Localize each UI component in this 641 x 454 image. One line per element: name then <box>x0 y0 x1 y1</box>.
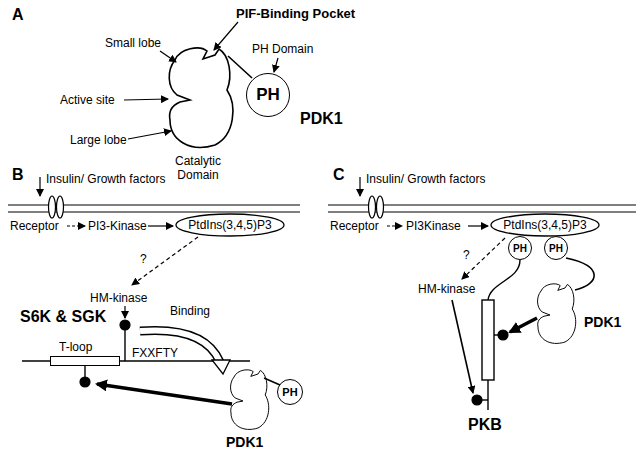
label: PIF-Binding Pocket <box>236 6 355 21</box>
node-text: PH <box>549 243 563 254</box>
lipid-ellipse: PtdIns(3,4,5)P3 <box>490 213 600 237</box>
label: Receptor <box>10 219 59 233</box>
node-text: PH <box>256 85 280 105</box>
label: Catalytic Domain <box>166 154 230 182</box>
label: ? <box>140 252 147 266</box>
label: Large lobe <box>70 133 127 147</box>
label: PDK1 <box>226 434 263 450</box>
label: Active site <box>60 93 115 107</box>
ph-domain-circle: PH <box>544 236 568 260</box>
label: ? <box>463 248 470 262</box>
node-text: PH <box>282 386 297 398</box>
label: A <box>12 6 24 24</box>
label: PH Domain <box>252 42 313 56</box>
label: HM-kinase <box>418 282 475 296</box>
label: Small lobe <box>105 36 161 50</box>
label: PI3-Kinase <box>88 219 147 233</box>
label: PDK1 <box>300 110 343 128</box>
label: Insulin/ Growth factors <box>366 172 485 186</box>
lipid-ellipse: PtdIns(3,4,5)P3 <box>175 213 285 237</box>
label: B <box>12 166 24 184</box>
label: FXXFTY <box>132 346 178 360</box>
kinase-shape <box>169 48 233 147</box>
label: HM-kinase <box>90 291 147 305</box>
node-text: PtdIns(3,4,5)P3 <box>503 218 586 232</box>
t-loop-box: T-loop <box>50 356 120 366</box>
label: PI3Kinase <box>406 219 461 233</box>
ph-domain-circle: PH <box>277 379 303 405</box>
node-text: PH <box>513 243 527 254</box>
label: Receptor <box>330 219 379 233</box>
ph-domain-circle: PH <box>246 73 290 117</box>
ph-domain-circle: PH <box>508 236 532 260</box>
node-text: T-loop <box>59 340 92 354</box>
label: PKB <box>468 416 502 434</box>
label: Insulin/ Growth factors <box>46 172 165 186</box>
label: Binding <box>170 304 210 318</box>
node-text: PtdIns(3,4,5)P3 <box>188 218 271 232</box>
label: S6K & SGK <box>20 308 106 326</box>
label: PDK1 <box>584 314 621 330</box>
label: C <box>333 166 345 184</box>
